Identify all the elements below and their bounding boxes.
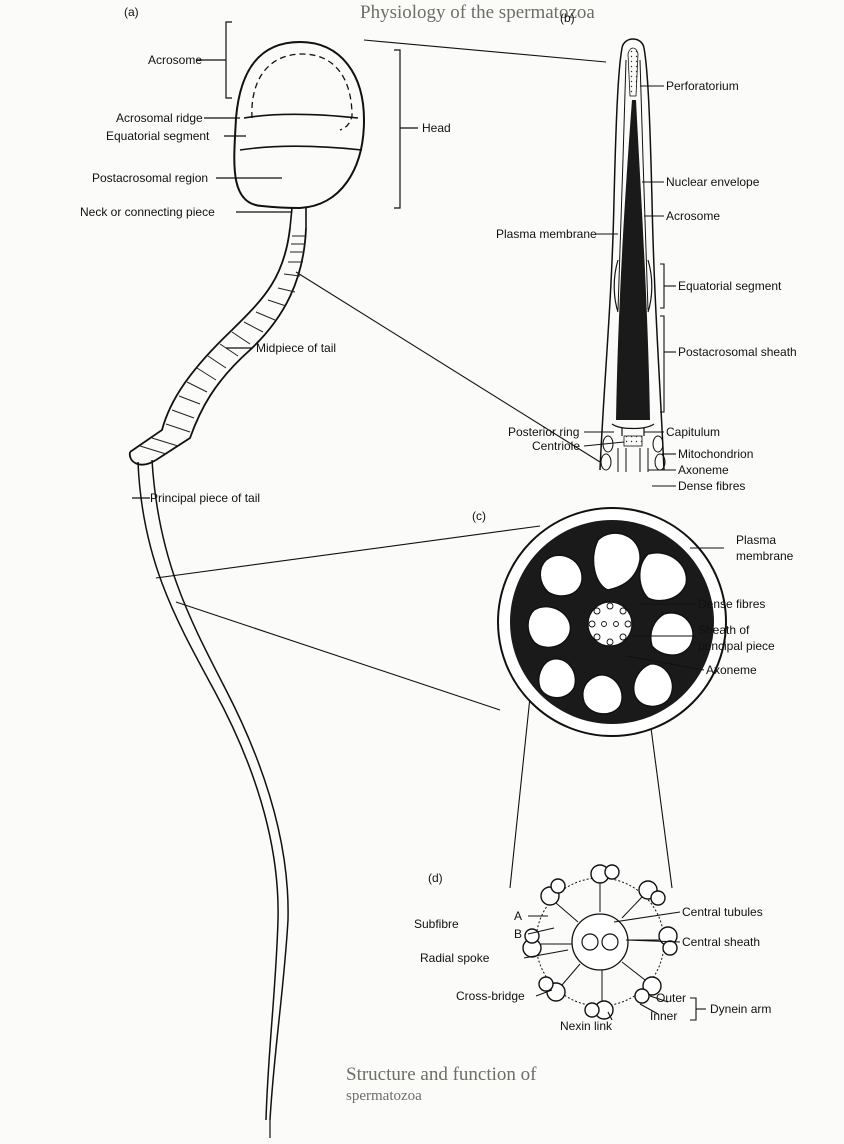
label-plasma-c-1: Plasma <box>736 533 776 547</box>
panel-a-labels: (a) Acrosome Acrosomal ridge Equatorial … <box>80 5 451 505</box>
label-perforatorium: Perforatorium <box>666 79 739 93</box>
panel-c-tag: (c) <box>472 509 486 523</box>
b-centriole <box>624 436 642 446</box>
label-axoneme-b: Axoneme <box>678 463 729 477</box>
panel-b-section <box>600 39 665 472</box>
b-nucleus <box>616 100 650 420</box>
b-posterior-ring <box>612 424 654 429</box>
label-plasma-membrane-b: Plasma membrane <box>496 227 597 241</box>
label-axoneme-c: Axoneme <box>706 663 757 677</box>
b-tip <box>622 39 644 48</box>
tail-right-edge <box>152 460 288 1120</box>
label-principal-piece: Principal piece of tail <box>150 491 260 505</box>
acrosomal-ridge-line <box>244 114 358 118</box>
label-sheath-c-2: principal piece <box>698 639 775 653</box>
perforatorium-shape <box>628 48 638 96</box>
label-sheath-c-1: Sheath of <box>698 623 750 637</box>
label-nexin-link: Nexin link <box>560 1019 613 1033</box>
label-mitochondrion: Mitochondrion <box>678 447 753 461</box>
label-radial-spoke: Radial spoke <box>420 951 490 965</box>
d-central-tubule-2 <box>602 934 618 950</box>
sperm-head-outline <box>234 42 364 208</box>
d-central-tubule-1 <box>582 934 598 950</box>
label-posterior-ring: Posterior ring <box>508 425 579 439</box>
label-central-tubules: Central tubules <box>682 905 763 919</box>
label-subfibre-b: B <box>514 927 522 941</box>
b-capitulum <box>622 428 644 436</box>
label-dynein-arm: Dynein arm <box>710 1002 771 1016</box>
d-central-sheath <box>572 914 628 970</box>
label-subfibre-a: A <box>514 909 522 923</box>
label-plasma-c-2: membrane <box>736 549 794 563</box>
label-midpiece: Midpiece of tail <box>256 341 336 355</box>
label-equatorial-segment-a: Equatorial segment <box>106 129 210 143</box>
label-acrosome-b: Acrosome <box>666 209 720 223</box>
sperm-neck <box>290 208 306 228</box>
label-centriole: Centriole <box>532 439 580 453</box>
panel-connectors <box>156 40 672 888</box>
label-acrosome-a: Acrosome <box>148 53 202 67</box>
panel-d-axoneme <box>523 865 677 1019</box>
label-postacrosomal-sheath: Postacrosomal sheath <box>678 345 797 359</box>
label-cross-bridge: Cross-bridge <box>456 989 525 1003</box>
label-head: Head <box>422 121 451 135</box>
label-central-sheath: Central sheath <box>682 935 760 949</box>
acrosome-cap <box>252 54 352 130</box>
label-neck: Neck or connecting piece <box>80 205 215 219</box>
label-dense-fibres-b: Dense fibres <box>678 479 745 493</box>
label-postacrosomal-region: Postacrosomal region <box>92 171 208 185</box>
label-dense-fibres-c: Dense fibres <box>698 597 765 611</box>
tail-left-edge <box>138 462 278 1120</box>
panel-a-tag: (a) <box>124 5 139 19</box>
panel-d-tag: (d) <box>428 871 443 885</box>
label-outer: Outer <box>656 991 686 1005</box>
label-nuclear-envelope: Nuclear envelope <box>666 175 760 189</box>
label-equatorial-segment-b: Equatorial segment <box>678 279 782 293</box>
equatorial-segment-line <box>240 146 362 150</box>
label-subfibre: Subfibre <box>414 917 459 931</box>
panel-b-tag: (b) <box>560 11 575 25</box>
label-inner: Inner <box>650 1009 677 1023</box>
label-acrosomal-ridge: Acrosomal ridge <box>116 111 203 125</box>
midpiece-left-edge <box>130 228 290 452</box>
panel-c-section <box>498 508 726 736</box>
label-capitulum: Capitulum <box>666 425 720 439</box>
